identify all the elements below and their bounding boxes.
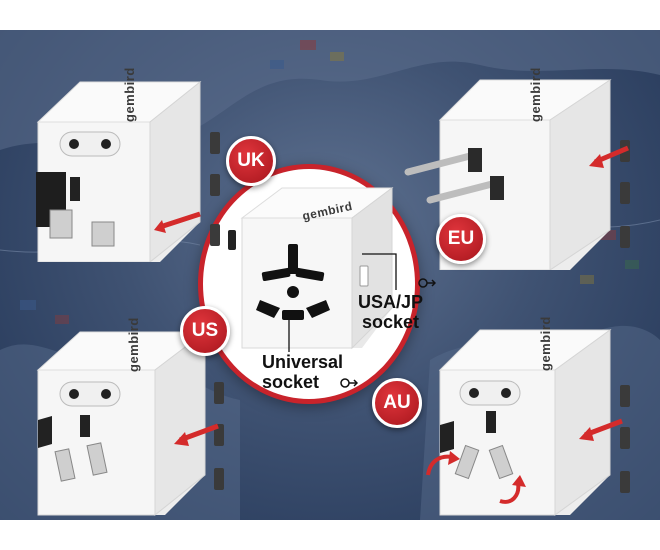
au-badge-text: AU (383, 392, 411, 413)
universal-line2: socket (262, 372, 320, 392)
usa-jp-pointer-line (362, 253, 397, 290)
us-brand-text: gembird (126, 317, 141, 372)
eu-badge: EU (436, 214, 486, 264)
uk-adapter: gembird (30, 62, 225, 262)
usa-jp-line2: socket (361, 312, 420, 332)
us-adapter: gembird (30, 317, 230, 520)
au-brand-text: gembird (538, 316, 553, 371)
universal-line1: Universal (262, 352, 344, 372)
eu-badge-text: EU (447, 228, 475, 249)
center-adapter: gembird (222, 178, 410, 358)
au-adapter-shape (426, 329, 630, 516)
usa-jp-line1: USA/JP (358, 292, 424, 312)
uk-adapter-shape (36, 80, 220, 262)
product-scene: gembird gembird (0, 30, 660, 520)
au-adapter: gembird (420, 315, 640, 520)
us-badge-text: US (191, 320, 219, 341)
eu-adapter-shape (404, 79, 630, 270)
us-badge: US (180, 306, 230, 356)
eu-brand-text: gembird (528, 67, 543, 122)
us-adapter-shape (36, 330, 224, 517)
universal-plug-arrow-icon (340, 378, 358, 388)
usa-jp-socket-label: USA/JP socket (358, 292, 423, 332)
universal-socket-label: Universal socket (262, 352, 343, 392)
eu-adapter: gembird (400, 60, 640, 270)
uk-badge: UK (226, 136, 276, 186)
uk-badge-text: UK (237, 150, 265, 171)
universal-pointer-line (288, 320, 290, 352)
usa-jp-plug-arrow-icon (418, 278, 436, 288)
au-badge: AU (372, 378, 422, 428)
uk-brand-text: gembird (122, 67, 137, 122)
center-adapter-shape (228, 187, 394, 350)
